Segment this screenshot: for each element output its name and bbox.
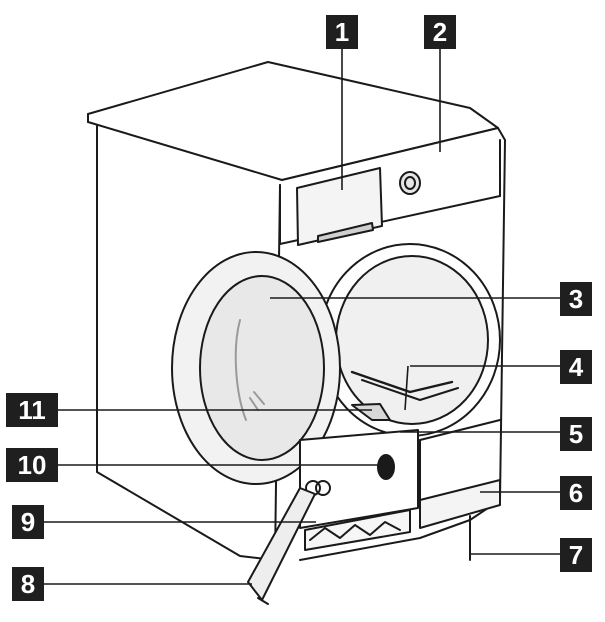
callout-11: 11 [6,393,58,427]
callout-7: 7 [560,538,592,572]
program-knob [399,171,421,195]
callout-10: 10 [6,448,58,482]
callout-3: 3 [560,282,592,316]
callout-8: 8 [12,567,44,601]
callout-6: 6 [560,476,592,510]
heat-exchanger [304,509,411,551]
callout-9: 9 [12,505,44,539]
fluff-filter [351,403,391,421]
callout-2: 2 [424,15,456,49]
flap-lock [377,454,395,480]
callout-1: 1 [326,15,358,49]
maintenance-flap [247,487,316,601]
callout-5: 5 [560,417,592,451]
callout-4: 4 [560,350,592,384]
